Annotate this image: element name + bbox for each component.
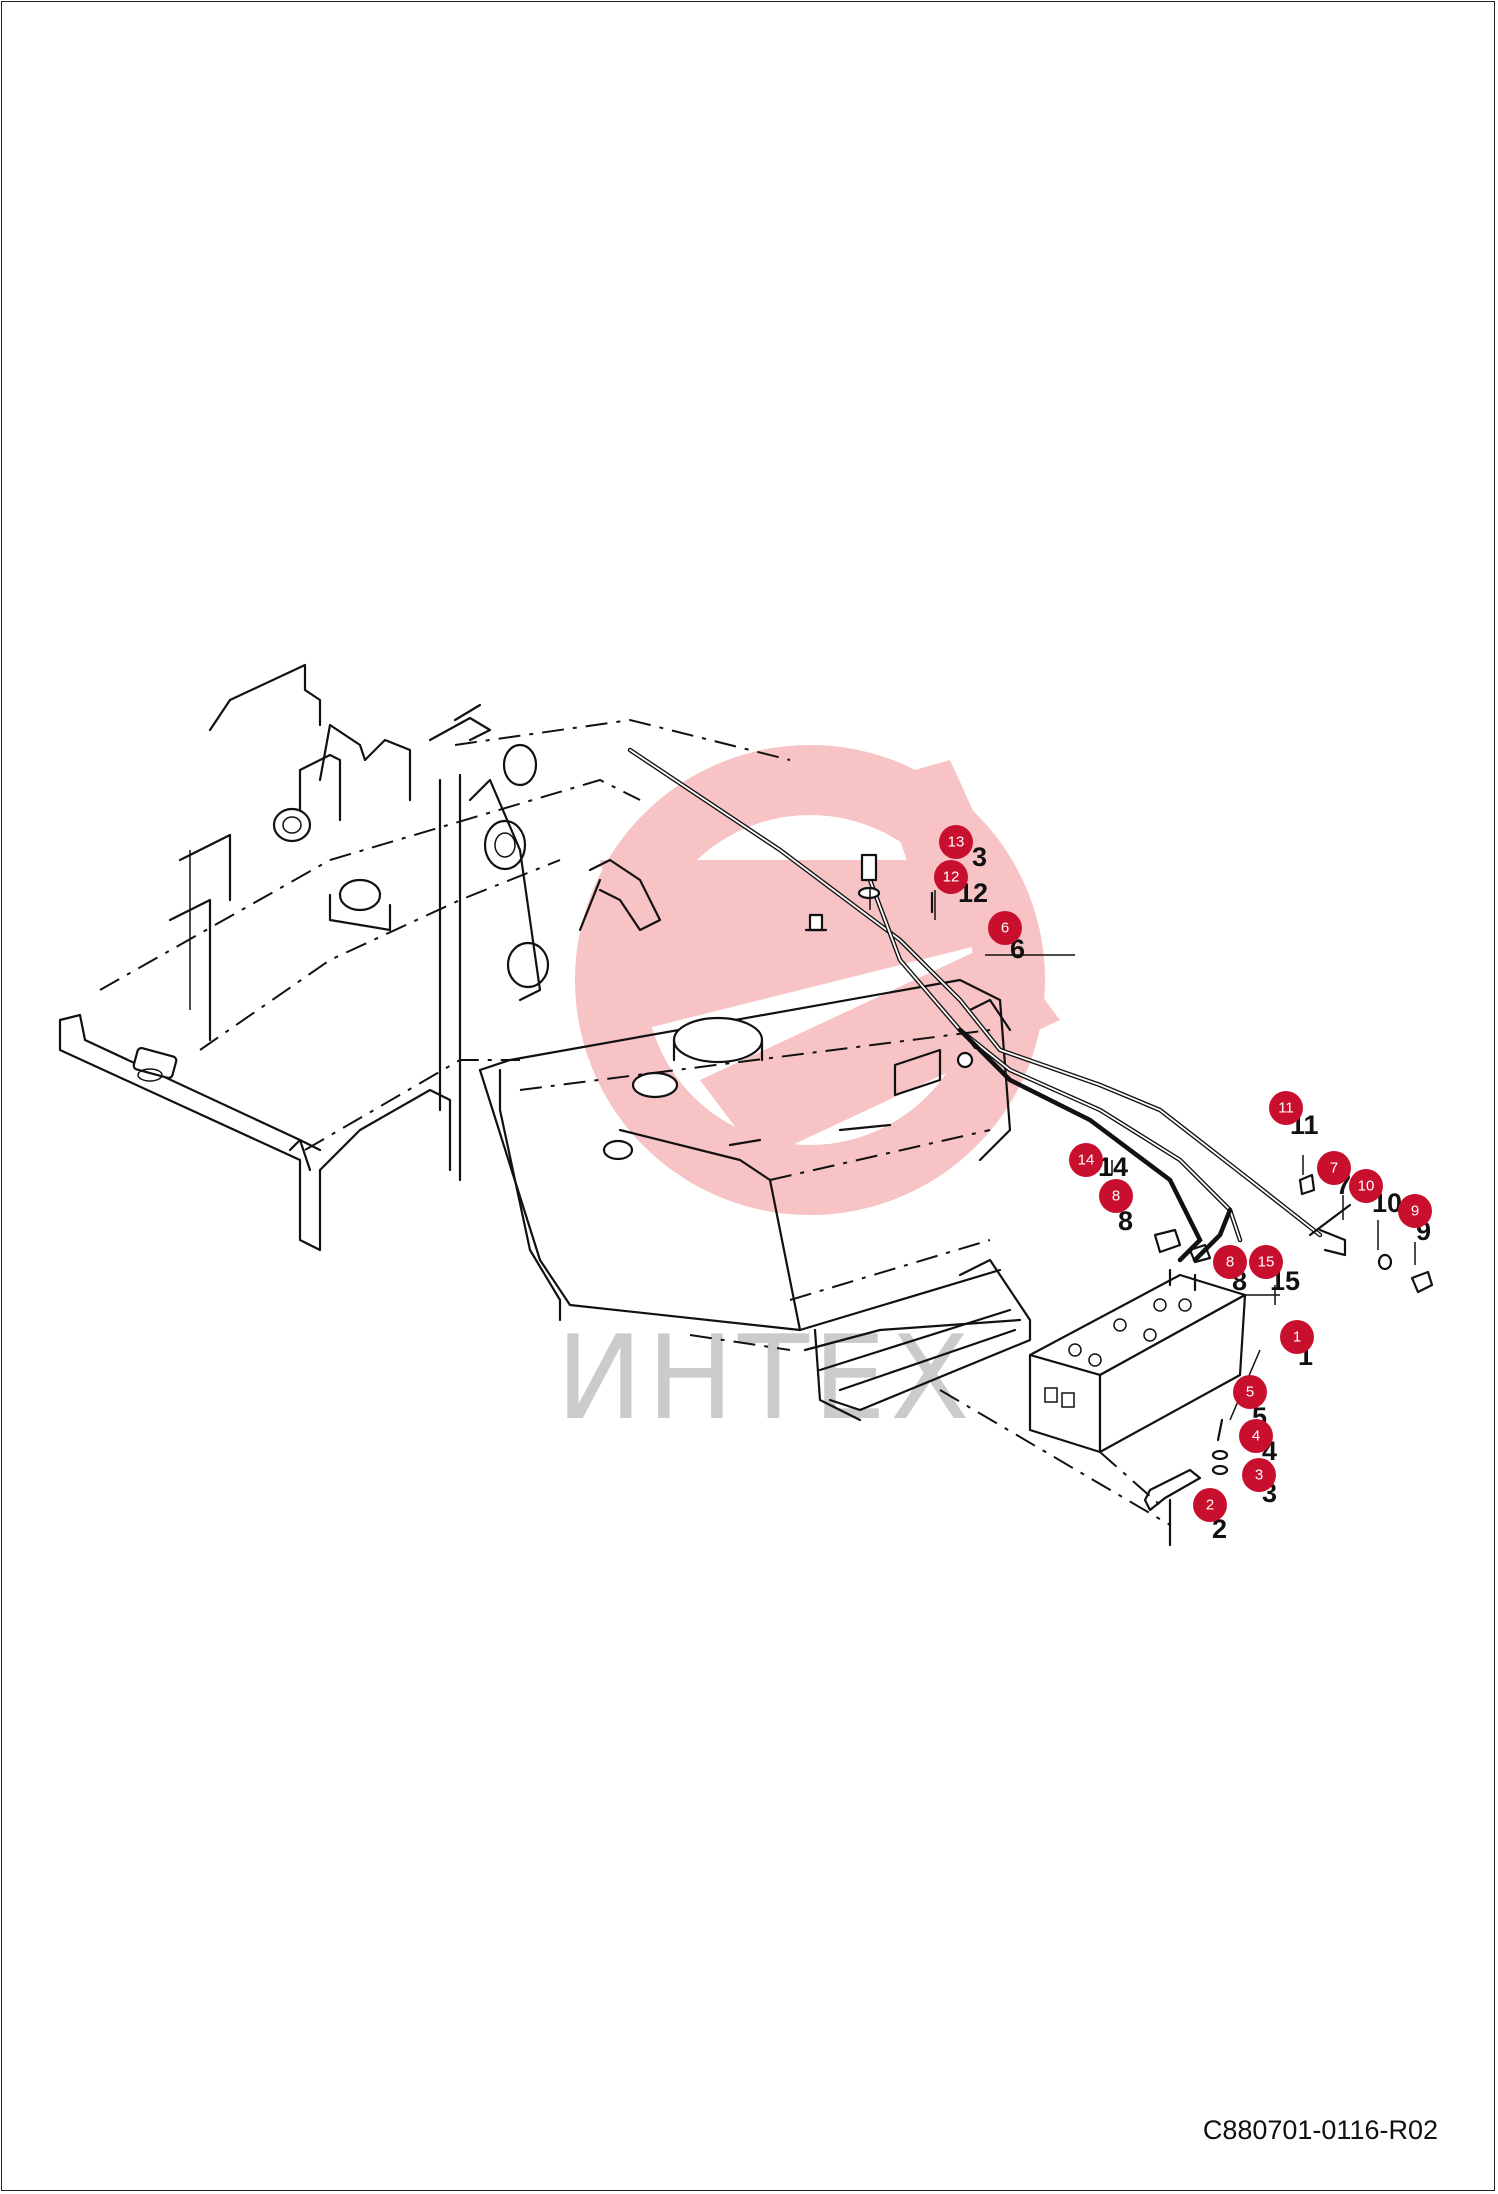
battery <box>1028 1268 1247 1547</box>
badge-1[interactable]: 1 <box>1280 1320 1314 1354</box>
svg-text:5: 5 <box>1246 1384 1254 1401</box>
callout-13: 3 <box>972 842 987 872</box>
callout-14: 14 <box>1098 1152 1128 1182</box>
part-badges: 13 12 6 11 7 10 9 14 8 8 15 1 5 4 3 2 <box>934 825 1432 1522</box>
fuel-tank <box>478 978 1171 1526</box>
badge-8b[interactable]: 8 <box>1213 1245 1247 1279</box>
badge-3[interactable]: 3 <box>1242 1458 1276 1492</box>
svg-text:14: 14 <box>1078 1152 1095 1169</box>
svg-text:12: 12 <box>943 869 960 886</box>
chassis-frame <box>58 663 791 1252</box>
drawing-code: C880701-0116-R02 <box>1202 2115 1438 2145</box>
badge-4[interactable]: 4 <box>1239 1419 1273 1453</box>
svg-text:9: 9 <box>1411 1203 1419 1220</box>
svg-text:15: 15 <box>1258 1254 1275 1271</box>
callout-2: 2 <box>1212 1514 1227 1544</box>
svg-text:6: 6 <box>1001 920 1009 937</box>
badge-15[interactable]: 15 <box>1249 1245 1283 1279</box>
badge-9[interactable]: 9 <box>1398 1194 1432 1228</box>
svg-text:13: 13 <box>948 834 965 851</box>
badge-6[interactable]: 6 <box>988 911 1022 945</box>
badge-5[interactable]: 5 <box>1233 1375 1267 1409</box>
badge-7[interactable]: 7 <box>1317 1151 1351 1185</box>
watermark-emblem <box>575 745 1060 1215</box>
badge-2[interactable]: 2 <box>1193 1488 1227 1522</box>
svg-text:2: 2 <box>1206 1497 1214 1514</box>
badge-13[interactable]: 13 <box>939 825 973 859</box>
svg-text:4: 4 <box>1252 1428 1260 1445</box>
watermark-text: ИНТЕХ <box>556 1311 974 1446</box>
svg-text:1: 1 <box>1293 1329 1301 1346</box>
badge-8a[interactable]: 8 <box>1099 1179 1133 1213</box>
battery-cables <box>627 747 1434 1294</box>
svg-text:8: 8 <box>1226 1254 1234 1271</box>
badge-12[interactable]: 12 <box>934 860 968 894</box>
badge-14[interactable]: 14 <box>1069 1143 1103 1177</box>
svg-text:8: 8 <box>1112 1188 1120 1205</box>
callout-8a: 8 <box>1118 1206 1133 1236</box>
svg-text:7: 7 <box>1330 1160 1338 1177</box>
svg-text:10: 10 <box>1358 1178 1375 1195</box>
watermark-logo: ИНТЕХ <box>556 745 1060 1446</box>
badge-11[interactable]: 11 <box>1269 1091 1303 1125</box>
svg-text:3: 3 <box>1255 1467 1263 1484</box>
badge-10[interactable]: 10 <box>1349 1169 1383 1203</box>
svg-text:11: 11 <box>1278 1100 1294 1117</box>
